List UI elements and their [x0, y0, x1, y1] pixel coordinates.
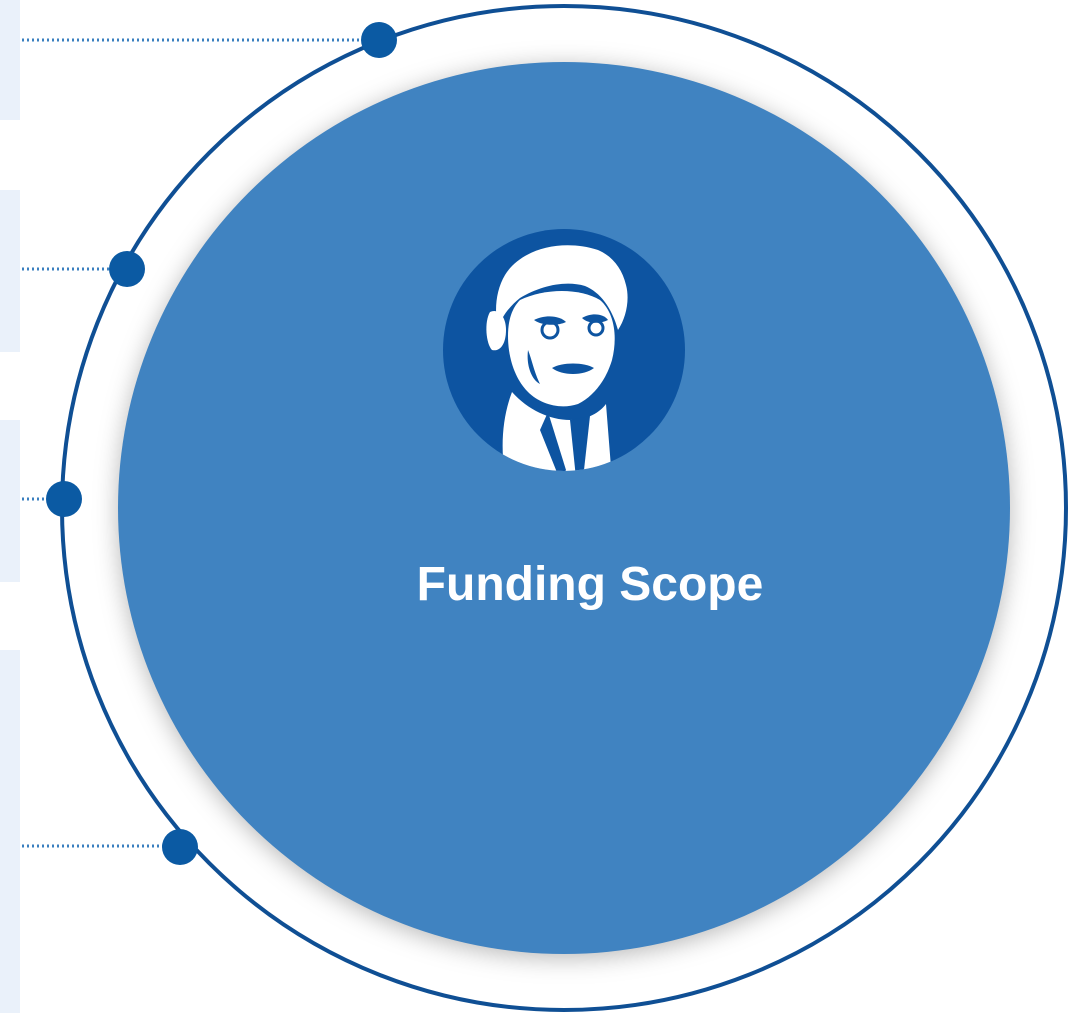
- portrait-icon: [443, 229, 685, 471]
- side-panel-1: [0, 0, 20, 120]
- ring-node-4[interactable]: [162, 829, 198, 865]
- ring-node-2[interactable]: [109, 251, 145, 287]
- inner-circle: [118, 62, 1010, 954]
- diagram-title: Funding Scope: [416, 558, 764, 611]
- side-panel-3: [0, 420, 20, 582]
- ring-node-3[interactable]: [46, 481, 82, 517]
- side-panel-4: [0, 650, 20, 1013]
- side-panel-2: [0, 190, 20, 352]
- ring-node-1[interactable]: [361, 22, 397, 58]
